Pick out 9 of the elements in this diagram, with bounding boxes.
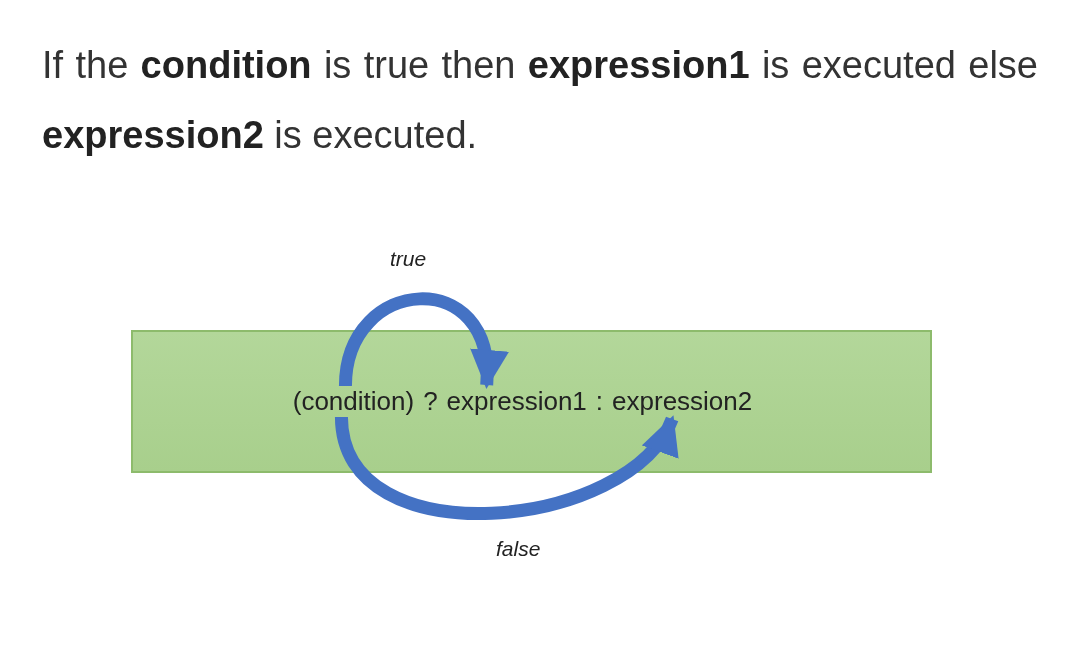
- expression-box: [131, 330, 932, 473]
- operator-symbol: :: [595, 386, 604, 417]
- code-text: expression1: [446, 386, 587, 417]
- curved-arrow: [339, 292, 506, 389]
- code-text: expression2: [612, 386, 753, 417]
- operator-symbol: ?: [423, 386, 438, 417]
- paragraph: If the condition is true then expression1 is executed else expression2 is executed.: [42, 43, 1038, 158]
- code-text: (condition): [292, 386, 415, 417]
- curved-arrow: [335, 415, 678, 520]
